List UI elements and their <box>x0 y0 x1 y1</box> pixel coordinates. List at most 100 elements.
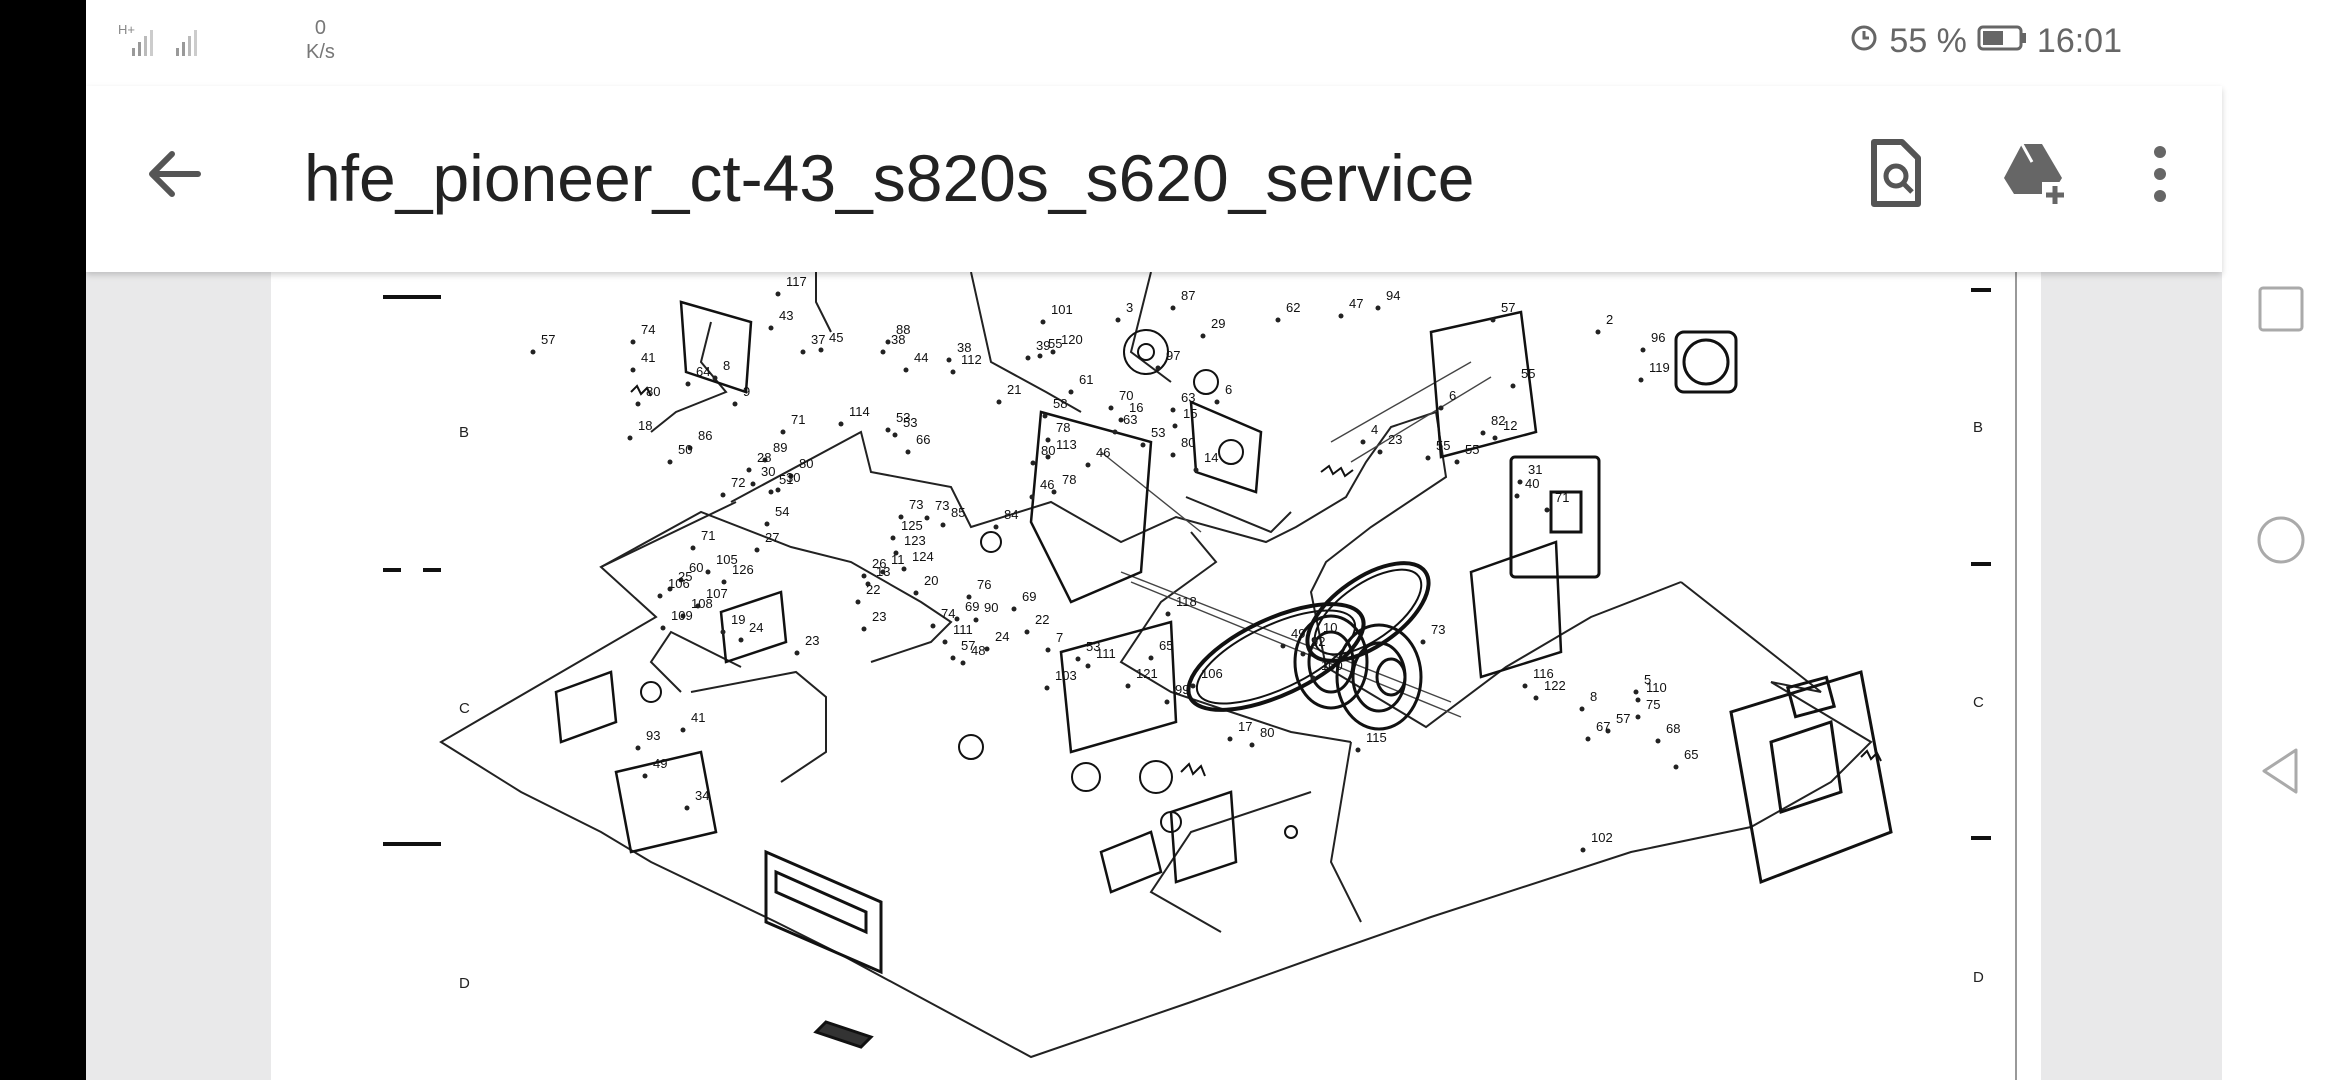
speed-unit: K/s <box>306 41 335 63</box>
part-number-label: 22 <box>1035 612 1049 627</box>
part-number-label: 69 <box>1022 589 1036 604</box>
part-number-label: 31 <box>1528 462 1542 477</box>
part-number-label: 21 <box>1007 382 1021 397</box>
part-number-label: 118 <box>1176 594 1197 609</box>
part-number-label: 78 <box>1056 420 1070 435</box>
screw-dot <box>1040 319 1046 325</box>
left-edge-band <box>0 0 86 1080</box>
part-number-label: 63 <box>1181 390 1195 405</box>
part-number-label: 89 <box>773 440 787 455</box>
part-number-label: 126 <box>732 562 754 577</box>
screw-dot <box>1492 435 1498 441</box>
screw-dot <box>1312 637 1318 643</box>
part-number-label: 44 <box>914 350 928 365</box>
screw-dot <box>1673 764 1679 770</box>
screw-dot <box>1249 742 1255 748</box>
part-number-label: 24 <box>995 629 1009 644</box>
battery-icon <box>1977 22 2027 61</box>
screw-dot <box>1517 479 1523 485</box>
part-number-label: 123 <box>904 533 926 548</box>
part-number-label: 6 <box>1225 382 1232 397</box>
find-in-page-icon[interactable] <box>1858 136 1934 212</box>
screw-dot <box>1118 417 1124 423</box>
part-number-label: 43 <box>779 308 793 323</box>
part-number-label: 6 <box>1449 388 1456 403</box>
pdf-viewer-area[interactable]: B C D B C D <box>86 272 2222 1080</box>
part-number-label: 111 <box>953 622 973 637</box>
screw-dot <box>687 445 693 451</box>
screw-dot <box>1280 643 1286 649</box>
part-number-label: 50 <box>678 442 692 457</box>
screw-dot <box>1275 317 1281 323</box>
screw-dot <box>705 569 711 575</box>
screw-dot <box>1200 333 1206 339</box>
arrow-back-icon[interactable] <box>138 138 210 210</box>
screw-dot <box>1042 413 1048 419</box>
part-number-label: 28 <box>757 450 771 465</box>
screw-dot <box>930 623 936 629</box>
circle-home-icon[interactable] <box>2248 507 2314 573</box>
screw-dot <box>678 577 684 583</box>
app-bar: hfe_pioneer_ct-43_s820s_s620_service <box>86 86 2222 272</box>
part-number-label: 87 <box>1181 288 1195 303</box>
part-number-label: 30 <box>761 464 775 479</box>
part-number-label: 55 <box>1436 438 1450 453</box>
square-recents-icon[interactable] <box>2248 276 2314 342</box>
part-number-label: 64 <box>696 364 710 379</box>
screw-dot <box>1140 442 1146 448</box>
screw-dot <box>984 646 990 652</box>
part-number-label: 66 <box>916 432 930 447</box>
screw-dot <box>861 626 867 632</box>
grid-label-d-left: D <box>459 975 470 992</box>
part-number-label: 11 <box>891 552 905 567</box>
grid-label-c-left: C <box>459 700 470 717</box>
triangle-back-icon[interactable] <box>2248 738 2314 804</box>
signal-icon <box>172 20 212 65</box>
part-number-label: 106 <box>668 576 690 591</box>
part-number-label: 107 <box>706 586 728 601</box>
part-number-label: 49 <box>653 756 667 771</box>
screw-dot <box>1490 317 1496 323</box>
screw-dot <box>942 639 948 645</box>
add-to-drive-icon[interactable] <box>1996 136 2072 212</box>
screw-dot <box>880 569 886 575</box>
screw-dot <box>905 449 911 455</box>
screw-dot <box>1310 675 1316 681</box>
screw-dot <box>1544 507 1550 513</box>
screw-dot <box>1454 459 1460 465</box>
screw-dot <box>1438 405 1444 411</box>
screw-dot <box>1068 389 1074 395</box>
screw-dot <box>762 457 768 463</box>
part-number-label: 86 <box>698 428 712 443</box>
screw-dot <box>855 599 861 605</box>
part-number-label: 23 <box>872 609 886 624</box>
screw-dot <box>1045 454 1051 460</box>
screw-dot <box>1635 697 1641 703</box>
part-number-label: 102 <box>1591 830 1613 845</box>
part-number-label: 57 <box>541 332 555 347</box>
screw-dot <box>1480 430 1486 436</box>
screw-dot <box>1045 437 1051 443</box>
document-title: hfe_pioneer_ct-43_s820s_s620_service <box>304 141 1475 215</box>
screw-dot <box>684 805 690 811</box>
part-number-label: 73 <box>935 498 949 513</box>
part-number-label: 18 <box>638 418 652 433</box>
screw-dot <box>680 613 686 619</box>
clock: 16:01 <box>2036 22 2122 60</box>
exploded-parts-diagram: B C D B C D <box>383 272 2017 1080</box>
more-vert-icon[interactable] <box>2122 136 2198 212</box>
part-number-label: 57 <box>1501 300 1515 315</box>
pdf-page[interactable]: B C D B C D <box>271 272 2041 1080</box>
screw-dot <box>861 573 867 579</box>
screw-dot <box>1051 489 1057 495</box>
part-number-label: 2 <box>1606 312 1613 327</box>
screw-dot <box>1300 651 1306 657</box>
part-number-label: 65 <box>1159 638 1173 653</box>
screw-dot <box>1533 695 1539 701</box>
part-number-label: 113 <box>1056 437 1077 452</box>
part-number-label: 78 <box>1062 472 1076 487</box>
screw-dot <box>1638 377 1644 383</box>
part-number-label: 63 <box>1123 412 1137 427</box>
part-number-label: 76 <box>977 577 991 592</box>
screw-dot <box>768 489 774 495</box>
